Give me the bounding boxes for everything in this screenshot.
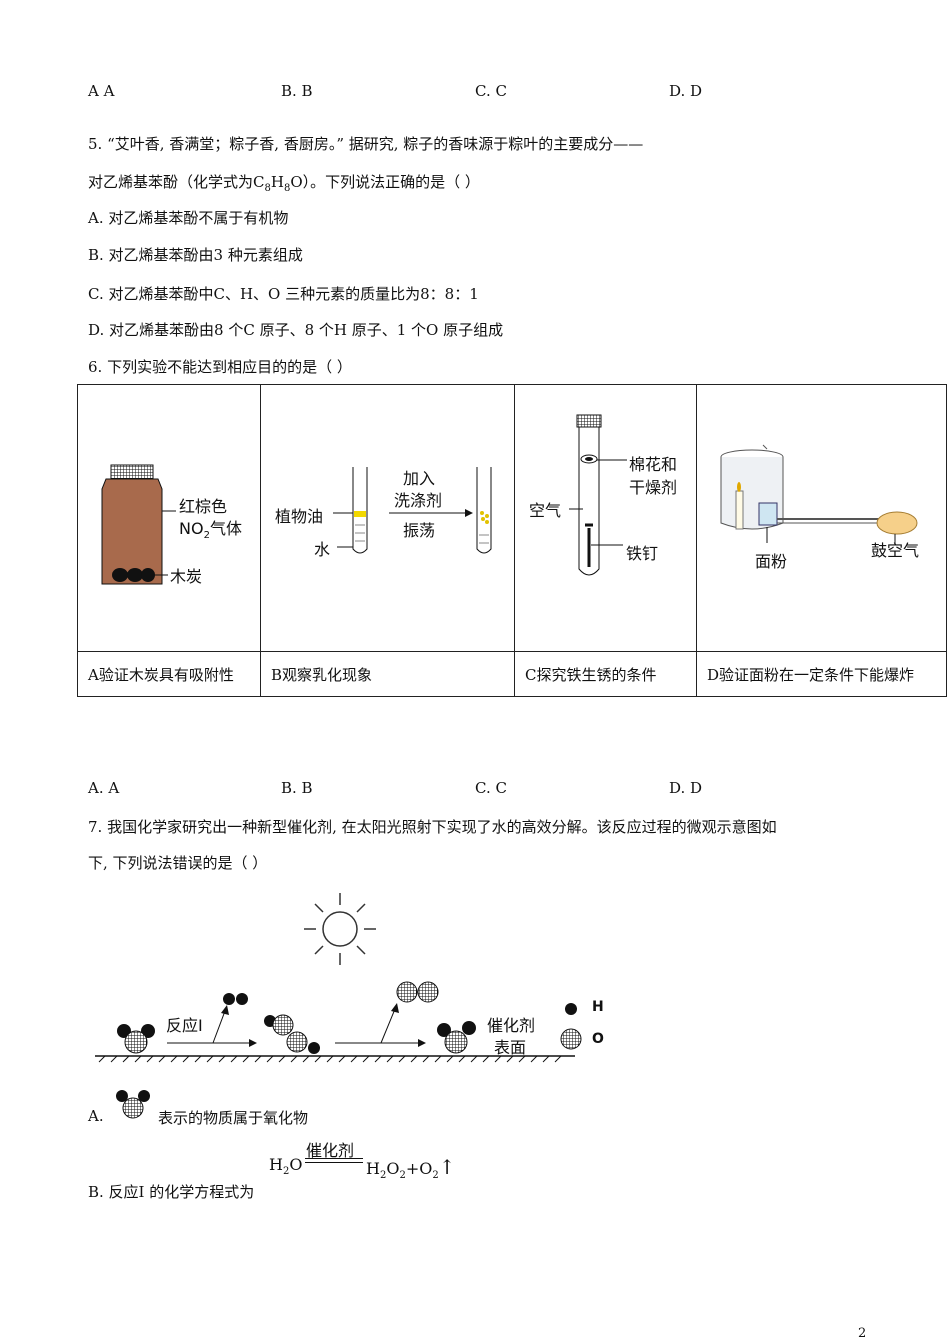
q6-option-c[interactable]: C. C <box>475 779 507 797</box>
fig-c-tube-figure <box>569 414 627 576</box>
page-number: 2 <box>858 1326 867 1341</box>
q7-option-b[interactable]: B. 反应I 的化学方程式为 <box>88 1183 255 1201</box>
q4-option-c[interactable]: C. C <box>475 82 507 100</box>
fig-d-cell: 面粉 鼓空气 <box>696 384 947 652</box>
fig-b-tubes-figure <box>333 467 492 554</box>
q6-option-b[interactable]: B. B <box>281 779 313 797</box>
legend-o-label: O <box>592 1031 604 1047</box>
q6-stem: 6. 下列实验不能达到相应目的的是（ ） <box>88 358 352 376</box>
fig-c-label-nail: 铁钉 <box>626 544 659 563</box>
fig-c-label-cotton2: 干燥剂 <box>629 478 678 497</box>
fig-label-reaction: 反应I <box>166 1016 203 1035</box>
water-molecule-icon <box>117 1024 155 1054</box>
fig-c-label-air: 空气 <box>529 501 562 520</box>
caption-a: A验证木炭具有吸附性 <box>77 651 261 697</box>
q5-option-d[interactable]: D. 对乙烯基苯酚由8 个C 原子、8 个H 原子、1 个O 原子组成 <box>88 321 504 339</box>
q4-option-b[interactable]: B. B <box>281 82 313 100</box>
caption-c: C探究铁生锈的条件 <box>514 651 697 697</box>
q5-option-b[interactable]: B. 对乙烯基苯酚由3 种元素组成 <box>88 246 303 264</box>
q6-option-d[interactable]: D. D <box>669 779 703 797</box>
caption-d: D验证面粉在一定条件下能爆炸 <box>696 651 947 697</box>
fig-a-bottle-figure <box>101 464 176 585</box>
fig-a-label-gas: NO2气体 <box>179 519 242 542</box>
legend-h-label: H <box>592 999 604 1015</box>
q7-stem-line2: 下, 下列说法错误的是（ ） <box>88 854 268 872</box>
fig-b-label-water: 水 <box>314 540 331 559</box>
q5-stem-line1: 5. “艾叶香, 香满堂；粽子香, 香厨房。” 据研究, 粽子的香味源于粽叶的主… <box>88 135 644 153</box>
fig-label-surface: 表面 <box>494 1038 527 1057</box>
water-molecule-icon <box>116 1090 150 1119</box>
fig-d-label-blow: 鼓空气 <box>871 541 920 560</box>
q6-option-a[interactable]: A. A <box>88 779 120 797</box>
q7-reaction-diagram <box>95 893 582 1063</box>
q5-option-a[interactable]: A. 对乙烯基苯酚不属于有机物 <box>88 209 289 227</box>
q6-experiment-table: 红棕色 NO2气体 木炭 植 <box>77 384 947 697</box>
q4-option-d[interactable]: D. D <box>669 82 703 100</box>
q5-option-c[interactable]: C. 对乙烯基苯酚中C、H、O 三种元素的质量比为8：8：1 <box>88 285 479 303</box>
oxygen-atom-icon <box>560 1028 582 1050</box>
q7-stem-line1: 7. 我国化学家研究出一种新型催化剂, 在太阳光照射下实现了水的高效分解。该反应… <box>88 818 777 836</box>
fig-b-label-add: 加入 <box>403 469 436 488</box>
fig-b-label-oil: 植物油 <box>275 507 324 526</box>
fig-a-cell: 红棕色 NO2气体 木炭 <box>77 384 261 652</box>
caption-b: B观察乳化现象 <box>260 651 515 697</box>
fig-b-cell: 植物油 水 加入 洗涤剂 振荡 <box>260 384 515 652</box>
fig-a-label-color: 红棕色 <box>179 497 228 516</box>
fig-b-label-shake: 振荡 <box>403 521 436 540</box>
fig-label-catalyst: 催化剂 <box>487 1016 536 1035</box>
q4-option-a[interactable]: A A <box>88 82 115 100</box>
fig-c-cell: 棉花和 干燥剂 空气 铁钉 <box>514 384 697 652</box>
fig-b-label-detergent: 洗涤剂 <box>394 491 443 510</box>
fig-a-label-charcoal: 木炭 <box>170 567 203 586</box>
q5-stem-line2: 对乙烯基苯酚（化学式为C8H8O）。下列说法正确的是（ ） <box>88 173 480 194</box>
fig-c-label-cotton1: 棉花和 <box>629 455 678 474</box>
fig-d-jar-figure <box>720 444 918 543</box>
fig-d-label-flour: 面粉 <box>755 552 788 571</box>
q7-option-a-letter[interactable]: A. <box>88 1107 104 1125</box>
q7-option-a-text: 表示的物质属于氧化物 <box>158 1109 309 1127</box>
q7-equation: 催化剂 H2O H2O2+O2↑ <box>269 1137 469 1181</box>
sun-icon <box>304 893 376 965</box>
eq-catalyst: 催化剂 <box>306 1141 355 1160</box>
hydrogen-atom-icon <box>565 1003 577 1015</box>
